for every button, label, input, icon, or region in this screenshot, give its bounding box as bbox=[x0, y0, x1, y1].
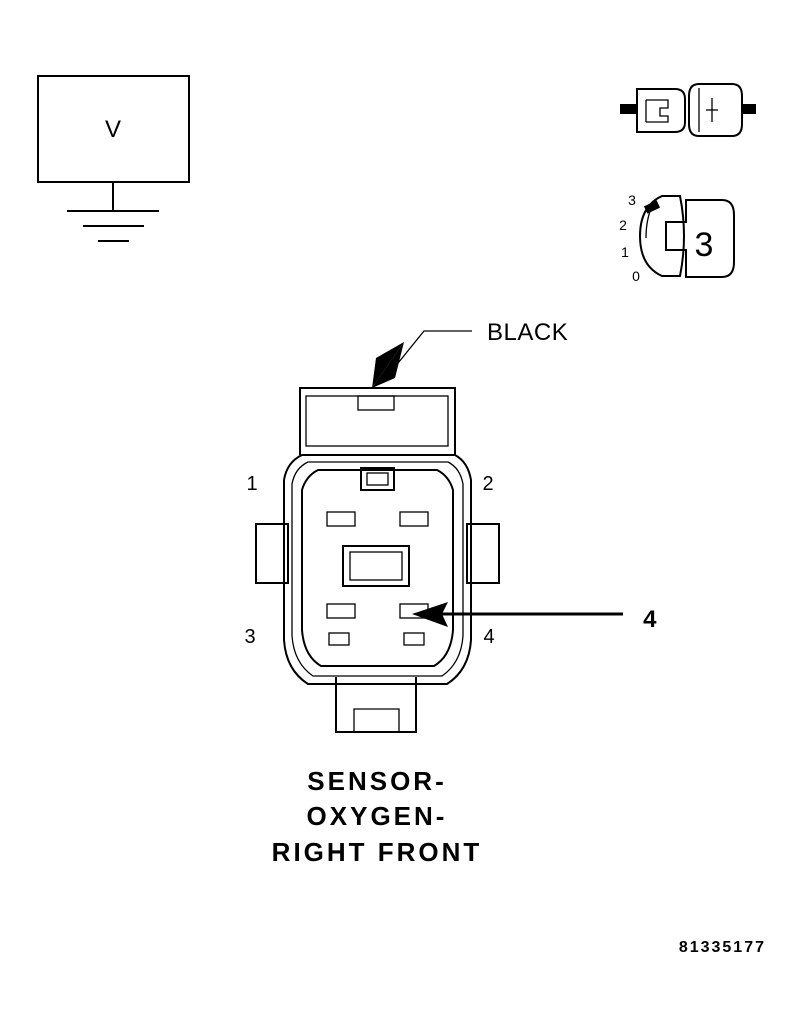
title-line-1: SENSOR- bbox=[307, 766, 446, 796]
ground-icon bbox=[67, 210, 159, 242]
connector-face bbox=[255, 387, 500, 733]
key-position-2: 2 bbox=[619, 217, 627, 233]
ignition-key-icon: 3 2 1 0 3 bbox=[619, 192, 735, 284]
key-selected-position: 3 bbox=[695, 226, 714, 264]
color-callout: BLACK bbox=[372, 319, 568, 388]
cavity-pin-2 bbox=[399, 511, 429, 527]
pin-label-3: 3 bbox=[244, 626, 255, 648]
pin-label-1: 1 bbox=[246, 473, 257, 495]
title-line-2: OXYGEN- bbox=[307, 801, 448, 831]
figure-code: 81335177 bbox=[679, 939, 766, 956]
pin-callout-label: 4 bbox=[643, 606, 657, 633]
key-position-3: 3 bbox=[628, 192, 636, 208]
pin-label-4: 4 bbox=[483, 626, 494, 648]
key-position-0: 0 bbox=[632, 268, 640, 284]
cavity-pin-3 bbox=[326, 603, 356, 619]
unplugged-connector-icon bbox=[620, 83, 756, 137]
pin-label-2: 2 bbox=[482, 473, 493, 495]
pin-callout-arrow bbox=[412, 602, 623, 627]
key-position-1: 1 bbox=[621, 244, 629, 260]
title-line-3: RIGHT FRONT bbox=[272, 837, 483, 867]
voltmeter-label: V bbox=[105, 116, 121, 143]
cavity-pin-1 bbox=[326, 511, 356, 527]
connector-color-label: BLACK bbox=[487, 319, 568, 346]
voltmeter-symbol: V bbox=[37, 75, 190, 242]
